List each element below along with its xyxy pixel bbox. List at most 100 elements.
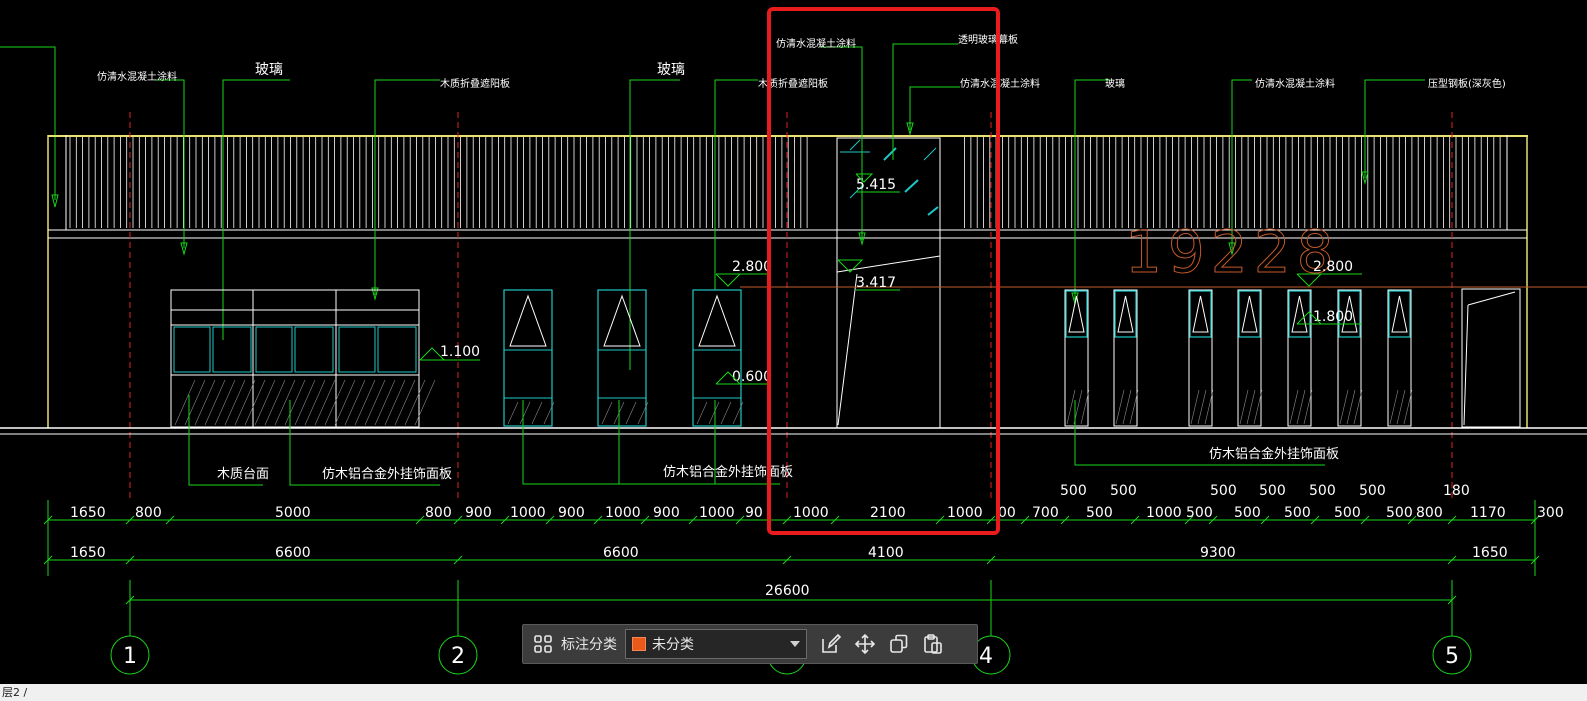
paste-icon[interactable] xyxy=(919,630,947,658)
level-2800-a: 2.800 xyxy=(732,259,772,275)
dim-value: 1000 xyxy=(605,505,641,521)
category-select-value: 未分类 xyxy=(652,637,694,653)
annotation-category-select[interactable]: 未分类 xyxy=(625,629,807,659)
callout-wood-counter: 木质台面 xyxy=(217,467,269,482)
callout-concrete-1: 仿清水混凝土涂料 xyxy=(97,70,177,83)
dim-value-total: 1650 xyxy=(1472,545,1508,561)
dim-value: 300 xyxy=(1537,505,1564,521)
dim-value-top: 500 xyxy=(1309,483,1336,499)
dim-value: 90 xyxy=(745,505,763,521)
dim-value: 2100 xyxy=(870,505,906,521)
callout-wood-panel-1: 仿木铝合金外挂饰面板 xyxy=(322,466,452,482)
dim-value: 800 xyxy=(425,505,452,521)
dim-value-top: 500 xyxy=(1060,483,1087,499)
dim-value: 1170 xyxy=(1470,505,1506,521)
dim-value: 1000 xyxy=(510,505,546,521)
dim-value: 1650 xyxy=(70,505,106,521)
axis-label-2: 2 xyxy=(451,644,465,669)
level-600: 0.600 xyxy=(732,369,772,385)
callout-wood-panel-2: 仿木铝合金外挂饰面板 xyxy=(663,464,793,480)
callout-wood-panel-3: 仿木铝合金外挂饰面板 xyxy=(1209,446,1339,462)
dimension-texts: 1650 800 5000 800 900 1000 900 1000 900 1000 90 100… xyxy=(70,483,1564,561)
metal-slats xyxy=(69,137,1501,228)
axis-gridlines xyxy=(129,112,1453,500)
edit-icon[interactable] xyxy=(817,630,845,658)
dim-value: 900 xyxy=(465,505,492,521)
dim-value: 500 xyxy=(1334,505,1361,521)
dim-value: 500 xyxy=(1284,505,1311,521)
category-color-swatch xyxy=(632,637,646,651)
dim-value-total: 6600 xyxy=(275,545,311,561)
callout-concrete-2: 仿清水混凝土涂料 xyxy=(776,37,856,50)
annotation-toolbar: 标注分类 未分类 xyxy=(522,624,978,664)
dim-value: 00 xyxy=(998,505,1016,521)
axis-label-1: 1 xyxy=(123,644,137,669)
callout-concrete-4: 仿清水混凝土涂料 xyxy=(1255,77,1335,90)
dim-value-total: 9300 xyxy=(1200,545,1236,561)
callout-wood-shade-2: 木质折叠遮阳板 xyxy=(758,77,828,90)
dim-value: 5000 xyxy=(275,505,311,521)
counter-window xyxy=(170,289,420,428)
counter-hatch xyxy=(174,379,436,426)
tall-windows xyxy=(503,289,744,427)
dim-value-top: 500 xyxy=(1259,483,1286,499)
level-3417: 3.417 xyxy=(856,275,896,291)
middle-leaders xyxy=(155,43,1425,370)
bottom-callouts: 木质台面 仿木铝合金外挂饰面板 仿木铝合金外挂饰面板 仿木铝合金外挂饰面板 xyxy=(217,446,1339,482)
copy-icon[interactable] xyxy=(885,630,913,658)
dim-value-top: 500 xyxy=(1110,483,1137,499)
dim-value-top: 500 xyxy=(1359,483,1386,499)
glass-curtain-panel xyxy=(836,137,941,428)
dim-value-top: 500 xyxy=(1210,483,1237,499)
level-symbols xyxy=(419,173,1362,385)
watermark-text: 19228 xyxy=(1125,218,1340,286)
dim-value-total: 1650 xyxy=(70,545,106,561)
dim-value: 700 xyxy=(1032,505,1059,521)
dim-value: 800 xyxy=(1416,505,1443,521)
layer-indicator: 层2 / xyxy=(2,686,28,699)
level-1100: 1.100 xyxy=(440,344,480,360)
right-door xyxy=(1461,288,1521,428)
dim-value: 900 xyxy=(653,505,680,521)
overall-dimension: 26600 xyxy=(765,583,810,599)
callout-glass-3: 玻璃 xyxy=(1105,77,1125,90)
dim-value: 1000 xyxy=(1146,505,1182,521)
dim-value-total: 6600 xyxy=(603,545,639,561)
narrow-windows xyxy=(1064,289,1413,427)
dim-value: 500 xyxy=(1234,505,1261,521)
bottom-leaders xyxy=(188,395,1325,486)
dim-value: 500 xyxy=(1186,505,1213,521)
level-marks: 5.415 3.417 2.800 2.800 1.100 0.600 1.80… xyxy=(440,177,1353,385)
level-5415: 5.415 xyxy=(856,177,896,193)
dim-value: 1000 xyxy=(699,505,735,521)
axis-label-5: 5 xyxy=(1445,644,1459,669)
selection-highlight-box xyxy=(767,7,1000,535)
callout-glass-2: 玻璃 xyxy=(657,61,685,78)
level-1800: 1.800 xyxy=(1313,309,1353,325)
dim-value-total: 4100 xyxy=(868,545,904,561)
leader-arrow xyxy=(51,194,59,208)
callout-wood-shade-1: 木质折叠遮阳板 xyxy=(440,77,510,90)
leader-line xyxy=(0,46,56,200)
dim-value: 500 xyxy=(1386,505,1413,521)
callout-clear-glass: 透明玻璃幕板 xyxy=(958,33,1018,46)
annotation-category-label: 标注分类 xyxy=(561,637,617,653)
dim-value: 900 xyxy=(558,505,585,521)
dim-value: 800 xyxy=(135,505,162,521)
dimension-lines xyxy=(47,500,1536,601)
grid-menu-icon[interactable] xyxy=(529,630,557,658)
dim-value-top: 180 xyxy=(1443,483,1470,499)
dim-value: 1000 xyxy=(793,505,829,521)
status-bar: 层2 / xyxy=(0,684,1587,701)
move-icon[interactable] xyxy=(851,630,879,658)
level-2800-b: 2.800 xyxy=(1313,259,1353,275)
dim-value: 1000 xyxy=(947,505,983,521)
axis-label-4: 4 xyxy=(979,644,993,669)
dim-value: 500 xyxy=(1086,505,1113,521)
dimension-ticks xyxy=(43,515,1540,605)
chevron-down-icon xyxy=(790,641,800,647)
callout-glass-1: 玻璃 xyxy=(255,61,283,78)
callout-steel-panel: 压型钢板(深灰色) xyxy=(1428,77,1506,90)
material-callouts: 仿清水混凝土涂料 玻璃 木质折叠遮阳板 玻璃 木质折叠遮阳板 仿清水混凝土涂料 … xyxy=(97,33,1506,90)
